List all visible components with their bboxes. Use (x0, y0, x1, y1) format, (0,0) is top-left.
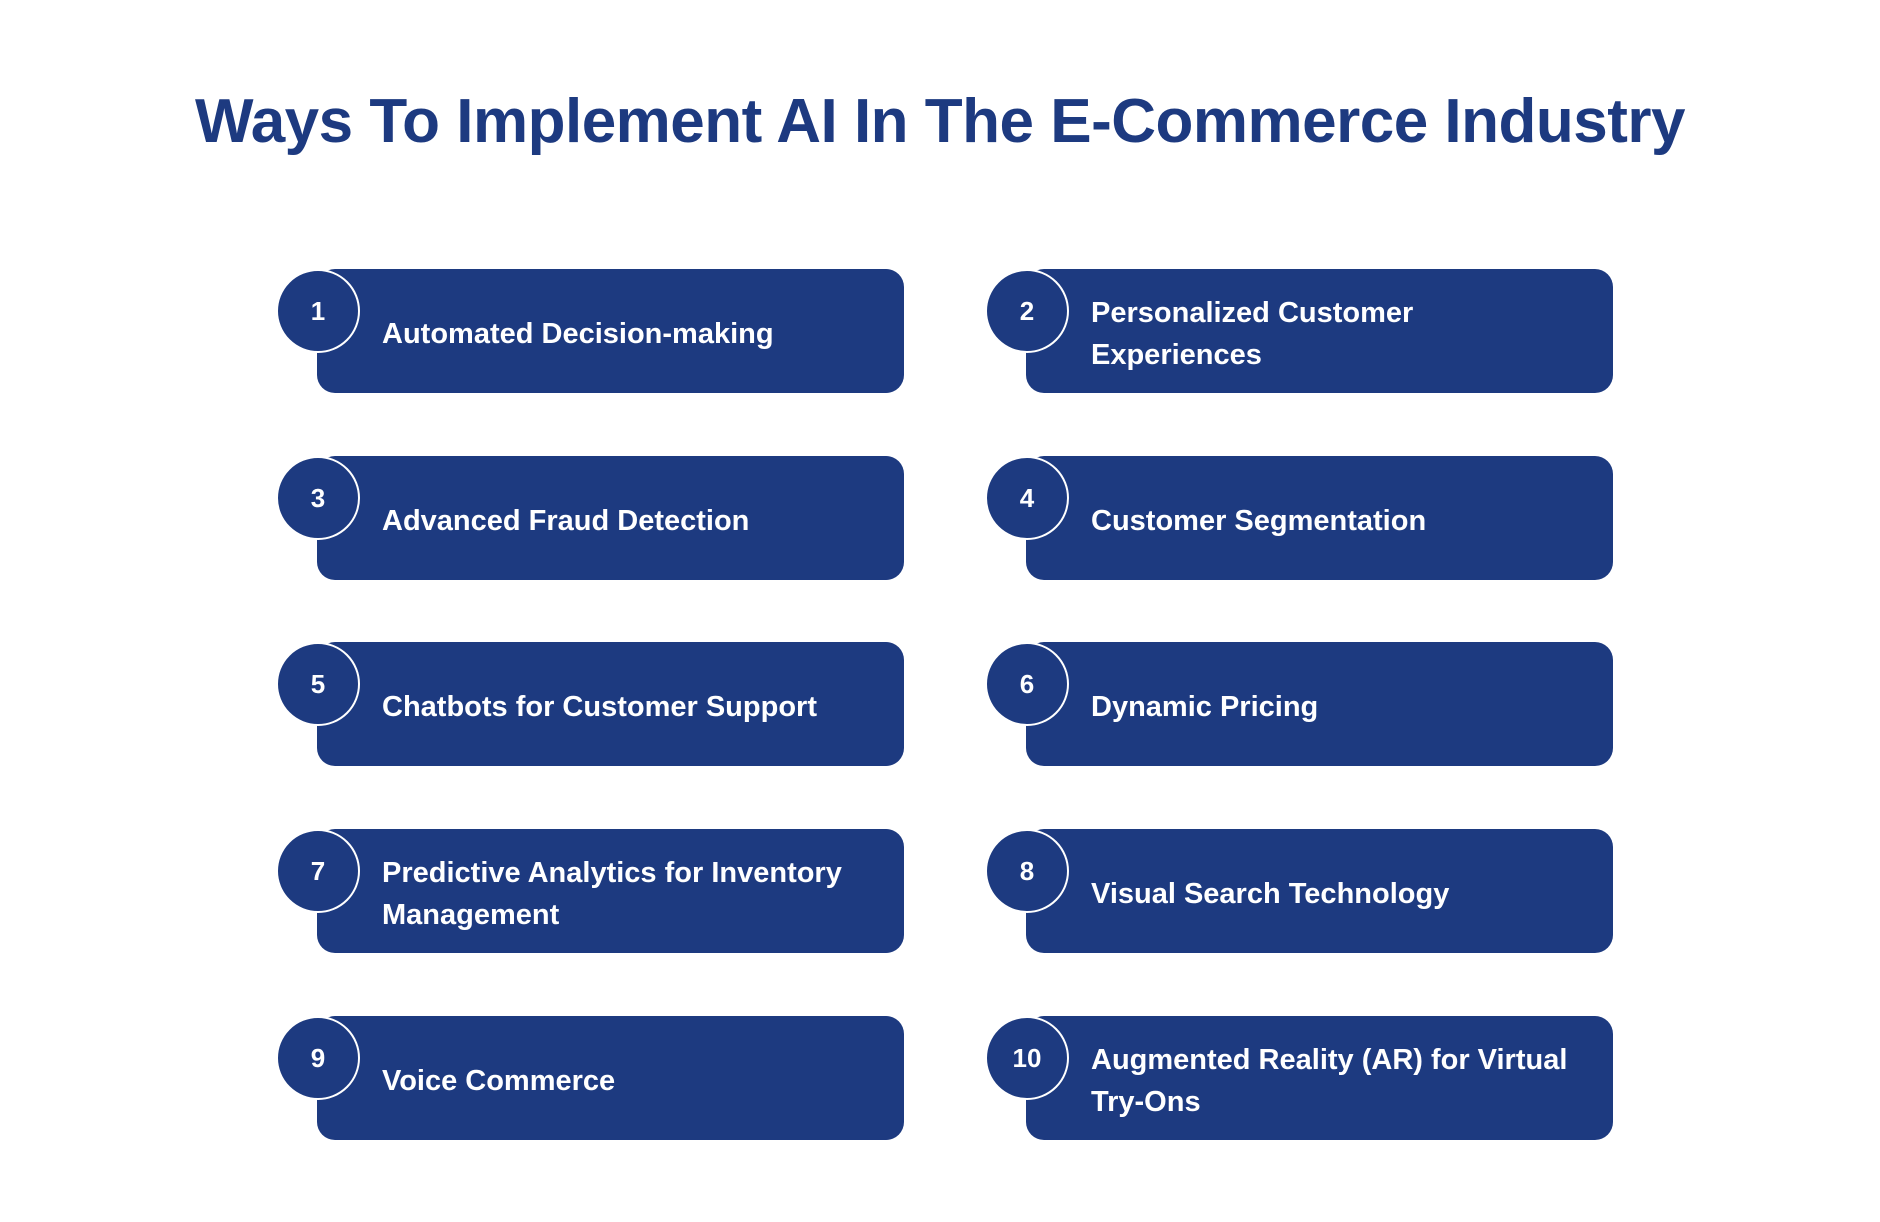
item-number-badge: 2 (985, 269, 1069, 353)
item-number-badge: 8 (985, 829, 1069, 913)
list-item: 4 Customer Segmentation (985, 456, 1613, 580)
item-label: Augmented Reality (AR) for Virtual Try-O… (1091, 1044, 1568, 1118)
item-number-badge: 7 (276, 829, 360, 913)
item-number-badge: 6 (985, 642, 1069, 726)
item-number-badge: 1 (276, 269, 360, 353)
item-label: Visual Search Technology (1091, 878, 1450, 910)
item-label: Advanced Fraud Detection (382, 505, 750, 537)
list-item: 10 Augmented Reality (AR) for Virtual Tr… (985, 1016, 1613, 1140)
item-number-badge: 10 (985, 1016, 1069, 1100)
item-number-badge: 4 (985, 456, 1069, 540)
item-label: Chatbots for Customer Support (382, 691, 817, 723)
list-item: 8 Visual Search Technology (985, 829, 1613, 953)
item-label: Dynamic Pricing (1091, 691, 1319, 723)
item-label: Customer Segmentation (1091, 505, 1427, 537)
page-title: Ways To Implement AI In The E-Commerce I… (194, 87, 1686, 156)
item-label: Predictive Analytics for Inventory Manag… (382, 857, 842, 931)
item-label: Personalized Customer Experiences (1091, 297, 1414, 371)
item-label: Automated Decision-making (382, 318, 774, 350)
list-item: 3 Advanced Fraud Detection (276, 456, 904, 580)
list-item: 1 Automated Decision-making (276, 269, 904, 393)
item-label: Voice Commerce (382, 1065, 616, 1097)
list-item: 6 Dynamic Pricing (985, 642, 1613, 766)
item-number-badge: 3 (276, 456, 360, 540)
list-item: 2 Personalized Customer Experiences (985, 269, 1613, 393)
list-item: 5 Chatbots for Customer Support (276, 642, 904, 766)
item-number-badge: 5 (276, 642, 360, 726)
list-item: 7 Predictive Analytics for Inventory Man… (276, 829, 904, 953)
list-item: 9 Voice Commerce (276, 1016, 904, 1140)
item-number-badge: 9 (276, 1016, 360, 1100)
